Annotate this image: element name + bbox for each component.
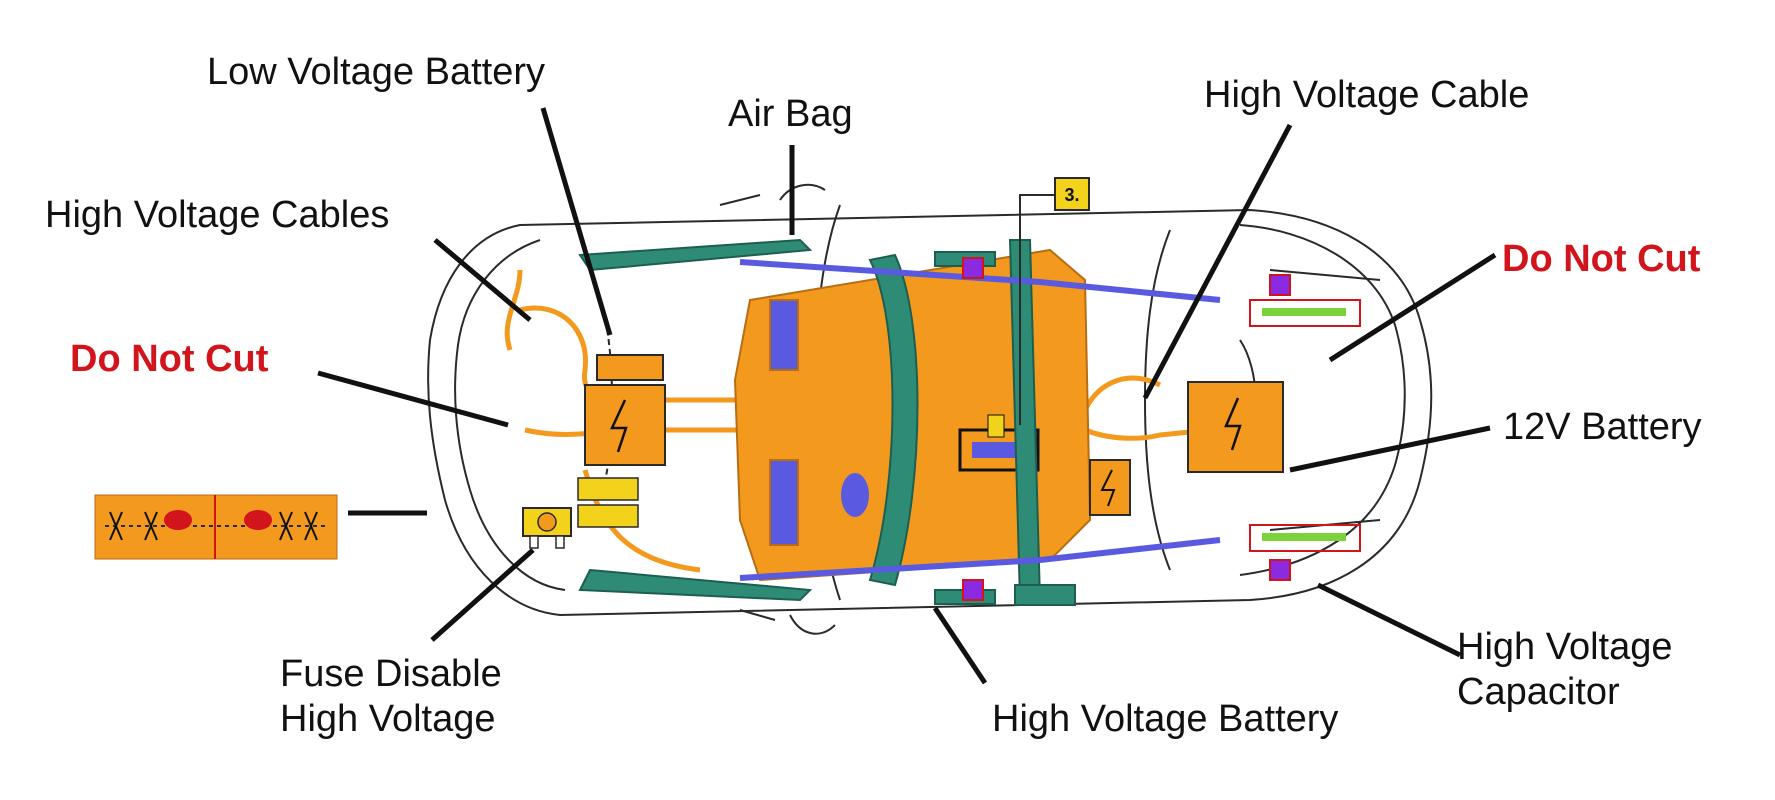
label-high-voltage-capacitor-line1: High Voltage: [1457, 626, 1673, 668]
high-voltage-cable-run: [739, 259, 1221, 581]
high-voltage-bolt-icon: [610, 399, 628, 453]
label-fuse-disable-line2: High Voltage: [280, 698, 496, 740]
label-high-voltage-cables: High Voltage Cables: [45, 194, 390, 236]
twelve-volt-battery-block: [1089, 381, 1284, 516]
fuse-disable-block: [522, 507, 572, 549]
marker-3-label: 3.: [1064, 185, 1079, 205]
cut-zone-legend-icon: [94, 494, 338, 560]
airbag-inflators: [962, 257, 1291, 601]
label-do-not-cut-left: Do Not Cut: [70, 338, 269, 380]
reinforced-body-structure: [578, 238, 1076, 606]
label-high-voltage-battery: High Voltage Battery: [992, 698, 1339, 740]
label-do-not-cut-right: Do Not Cut: [1502, 238, 1701, 280]
callout-leader-lines: [317, 107, 1497, 685]
label-12v-battery: 12V Battery: [1503, 406, 1702, 448]
label-air-bag: Air Bag: [728, 93, 853, 135]
marker-3-callout: 3.: [1019, 177, 1090, 425]
label-high-voltage-capacitor-line2: Capacitor: [1457, 671, 1620, 713]
rear-strut-markers: [1249, 299, 1361, 552]
airbag-inflator-icon: [962, 257, 984, 279]
label-fuse-disable-line1: Fuse Disable: [280, 653, 502, 695]
low-voltage-battery-block: [577, 354, 666, 528]
label-low-voltage-battery: Low Voltage Battery: [207, 51, 545, 93]
label-high-voltage-cable: High Voltage Cable: [1204, 74, 1530, 116]
